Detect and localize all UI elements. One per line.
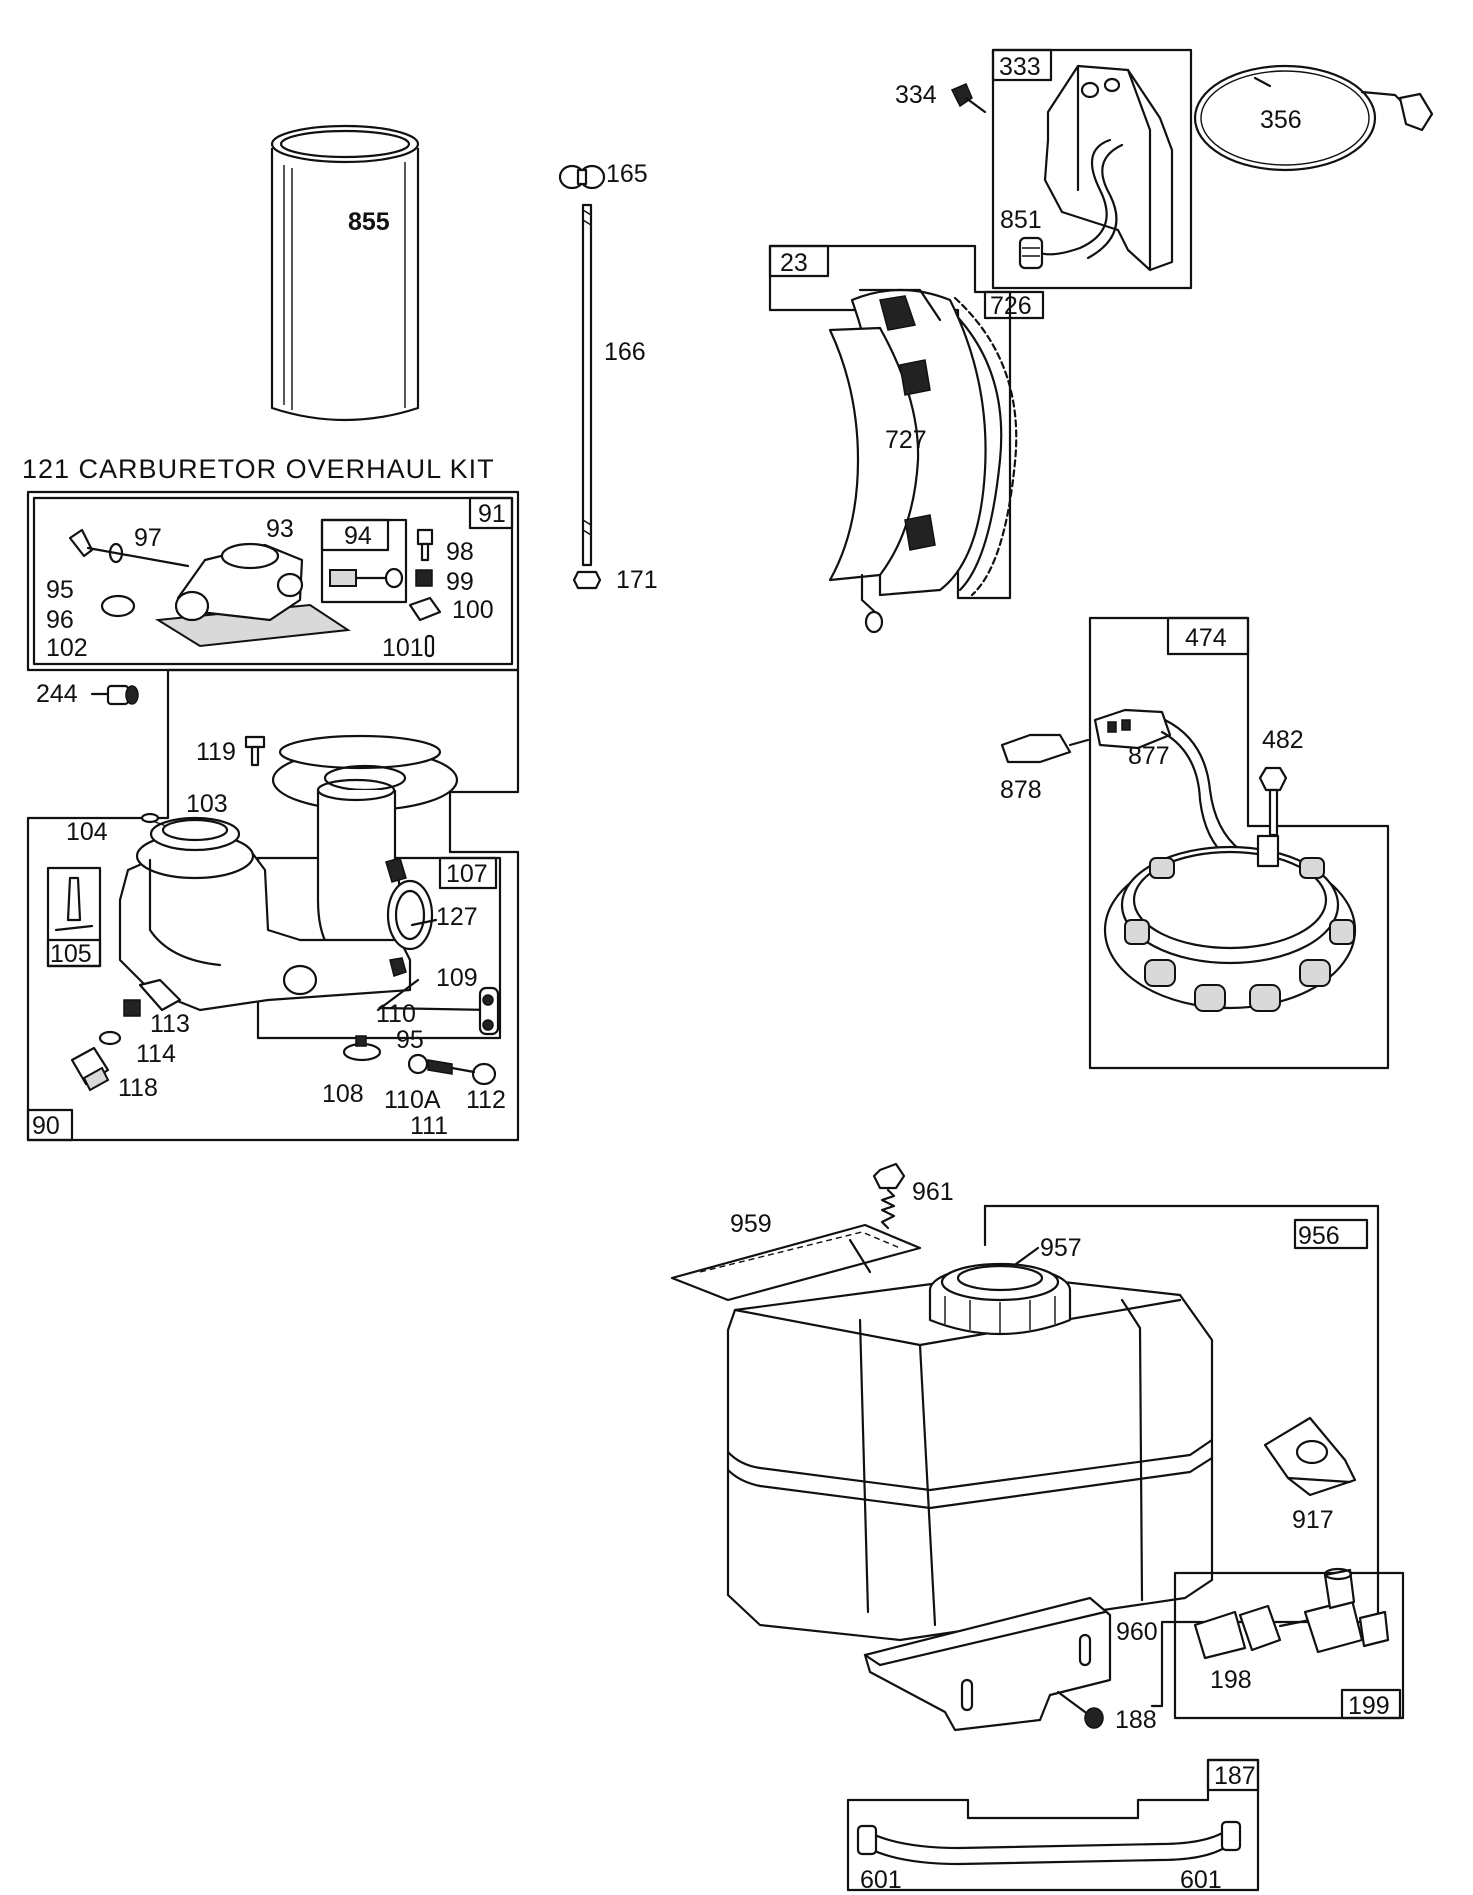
label-97: 97 [134, 524, 162, 552]
label-198: 198 [1210, 1666, 1252, 1694]
part-187-fuel-line: 187 601 601 [846, 1758, 1260, 1894]
label-165: 165 [606, 160, 648, 188]
label-108: 108 [322, 1080, 364, 1108]
label-244: 244 [36, 680, 78, 708]
label-959: 959 [730, 1210, 772, 1238]
part-91-kit-box: 91 97 93 94 98 99 100 101 95 96 102 [26, 490, 520, 672]
label-199: 199 [1348, 1692, 1390, 1720]
label-474: 474 [1185, 624, 1227, 652]
label-110: 110 [376, 1000, 416, 1028]
part-956-fuel-tank: 956 961 959 957 917 [670, 1162, 1405, 1734]
label-110a: 110A [384, 1086, 441, 1114]
label-100: 100 [452, 596, 494, 624]
part-90-carburetor: 90 107 105 103 104 127 [26, 668, 520, 1142]
label-94: 94 [344, 522, 372, 550]
label-23: 23 [780, 249, 808, 277]
label-482: 482 [1262, 726, 1304, 754]
label-333: 333 [999, 53, 1041, 81]
label-187: 187 [1214, 1762, 1256, 1790]
part-356-wire: 356 [1193, 64, 1434, 172]
label-855: 855 [348, 208, 390, 236]
label-90: 90 [32, 1112, 60, 1140]
label-99: 99 [446, 568, 474, 596]
label-114: 114 [136, 1040, 176, 1068]
label-96: 96 [46, 606, 74, 634]
label-98: 98 [446, 538, 474, 566]
label-95-kit: 95 [46, 576, 74, 604]
part-244-fitting: 244 [36, 680, 139, 708]
part-474-alternator: 474 482 877 878 [1000, 616, 1390, 1070]
part-333-armature: 333 334 851 [895, 48, 1193, 290]
label-93: 93 [266, 515, 294, 543]
kit-title: 121 CARBURETOR OVERHAUL KIT [22, 454, 495, 484]
label-171: 171 [616, 566, 658, 594]
part-23-flywheel: 23 726 727 [768, 244, 1045, 634]
label-356: 356 [1260, 106, 1302, 134]
label-127: 127 [436, 903, 478, 931]
label-113: 113 [150, 1010, 190, 1038]
label-95-body: 95 [396, 1026, 424, 1054]
label-188: 188 [1115, 1706, 1157, 1734]
label-917: 917 [1292, 1506, 1334, 1534]
part-119-screw: 119 [196, 735, 266, 767]
label-601-right: 601 [1180, 1866, 1222, 1894]
label-102: 102 [46, 634, 88, 662]
part-166-rod: 165 166 171 [558, 160, 658, 594]
label-878: 878 [1000, 776, 1042, 804]
label-957: 957 [1040, 1234, 1082, 1262]
label-107: 107 [446, 860, 488, 888]
label-956: 956 [1298, 1222, 1340, 1250]
label-960: 960 [1116, 1618, 1158, 1646]
label-334: 334 [895, 81, 937, 109]
label-104: 104 [66, 818, 108, 846]
label-601-left: 601 [860, 1866, 902, 1894]
label-166: 166 [604, 338, 646, 366]
label-103: 103 [186, 790, 228, 818]
label-118: 118 [118, 1074, 158, 1102]
label-109: 109 [436, 964, 478, 992]
part-855-sleeve: 855 [270, 124, 420, 422]
label-101: 101 [382, 634, 424, 662]
label-727: 727 [885, 426, 927, 454]
label-119: 119 [196, 738, 236, 766]
label-91: 91 [478, 500, 506, 528]
label-726: 726 [990, 292, 1032, 320]
label-112: 112 [466, 1086, 506, 1114]
label-961: 961 [912, 1178, 954, 1206]
label-111: 111 [410, 1112, 448, 1140]
label-105: 105 [50, 940, 92, 968]
label-851: 851 [1000, 206, 1042, 234]
